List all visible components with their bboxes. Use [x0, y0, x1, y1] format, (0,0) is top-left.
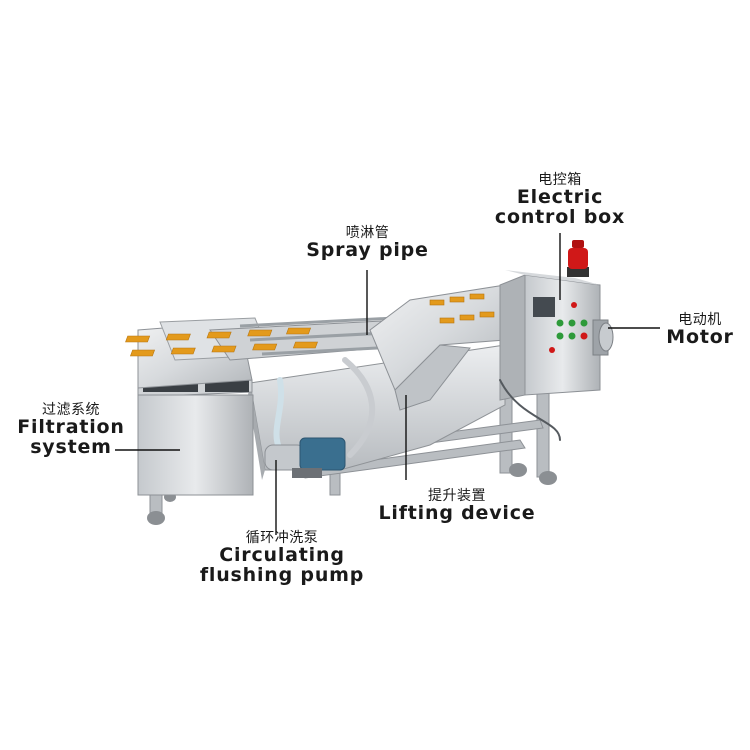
- label-filtration-system-cn: 过滤系统: [42, 402, 100, 418]
- lifting-rollers: [429, 293, 495, 324]
- label-spray-pipe-cn: 喷淋管: [345, 225, 390, 241]
- alarm-light-cap: [572, 240, 584, 248]
- alarm-light-base: [567, 267, 589, 277]
- alarm-light: [568, 248, 588, 269]
- label-motor-cn: 电动机: [678, 312, 722, 328]
- label-electric-control-box-en-2: control box: [494, 205, 626, 228]
- control-box-display: [533, 297, 555, 317]
- lifting-frame-side: [394, 344, 471, 411]
- label-circulating-pump: 循环冲洗泵 Circulating flushing pump: [182, 531, 382, 586]
- label-lifting-device: 提升装置 Lifting device: [362, 489, 552, 524]
- label-lifting-device-cn: 提升装置: [428, 488, 486, 504]
- label-electric-control-box-cn: 电控箱: [538, 172, 582, 188]
- label-spray-pipe: 喷淋管 Spray pipe: [295, 226, 440, 261]
- control-box-side: [499, 274, 526, 401]
- callout-lines: [115, 233, 660, 535]
- control-buttons: [549, 302, 588, 353]
- leg-feet: [147, 463, 557, 525]
- motor: [592, 319, 614, 356]
- label-circulating-pump-en-1: Circulating: [219, 543, 345, 566]
- hoses: [273, 357, 561, 458]
- label-lifting-device-en: Lifting device: [378, 501, 536, 524]
- label-motor: 电动机 Motor: [655, 313, 745, 348]
- control-box-top: [505, 270, 600, 285]
- label-electric-control-box-en-1: Electric: [516, 185, 604, 208]
- label-electric-control-box: 电控箱 Electric control box: [480, 173, 640, 228]
- label-motor-en: Motor: [666, 325, 734, 348]
- label-circulating-pump-cn: 循环冲洗泵: [245, 530, 319, 546]
- label-spray-pipe-en: Spray pipe: [306, 238, 429, 261]
- label-filtration-system-en-2: system: [30, 435, 112, 458]
- label-circulating-pump-en-2: flushing pump: [199, 563, 365, 586]
- label-filtration-system: 过滤系统 Filtration system: [6, 403, 136, 458]
- circulating-pump: [264, 437, 346, 478]
- filtration-box-front: [137, 394, 254, 496]
- label-filtration-system-en-1: Filtration: [17, 415, 125, 438]
- orange-rollers: [125, 327, 318, 357]
